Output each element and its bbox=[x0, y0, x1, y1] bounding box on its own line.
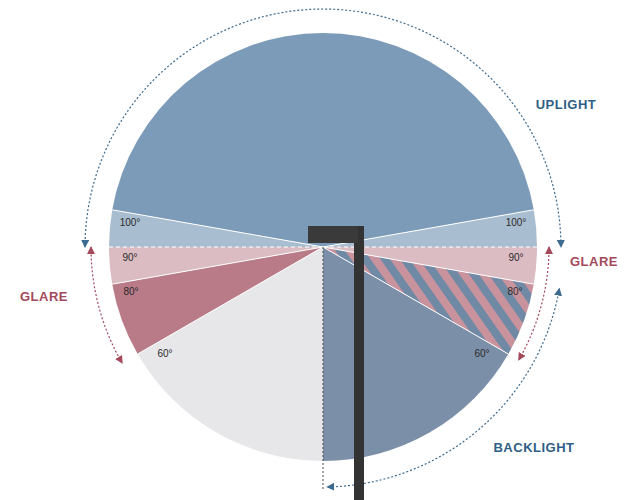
luminaire bbox=[308, 226, 358, 243]
glare-range-arrow bbox=[519, 247, 549, 360]
angle-label: 80° bbox=[123, 286, 138, 297]
region-label: GLARE bbox=[570, 255, 618, 269]
pole bbox=[354, 226, 364, 500]
uplight-range-arrow bbox=[85, 9, 561, 247]
angle-label: 90° bbox=[122, 252, 137, 263]
angle-label: 90° bbox=[508, 252, 523, 263]
region-label: BACKLIGHT bbox=[493, 441, 574, 455]
uplight-sector bbox=[112, 33, 533, 247]
nadir-line bbox=[323, 247, 324, 490]
angle-ray bbox=[323, 247, 508, 354]
backlight-sector bbox=[323, 247, 508, 461]
angle-label: 100° bbox=[120, 217, 141, 228]
near-horizontal-sector bbox=[109, 210, 323, 247]
angle-label: 60° bbox=[157, 348, 172, 359]
region-label: GLARE bbox=[20, 290, 68, 304]
angle-ray bbox=[112, 210, 323, 247]
angle-label: 60° bbox=[474, 348, 489, 359]
angle-ray bbox=[109, 247, 323, 248]
angle-label: 80° bbox=[507, 286, 522, 297]
region-label: UPLIGHT bbox=[536, 98, 597, 112]
angle-label: 100° bbox=[506, 217, 527, 228]
angle-ray bbox=[112, 247, 323, 284]
glare-range-arrow bbox=[91, 247, 122, 363]
